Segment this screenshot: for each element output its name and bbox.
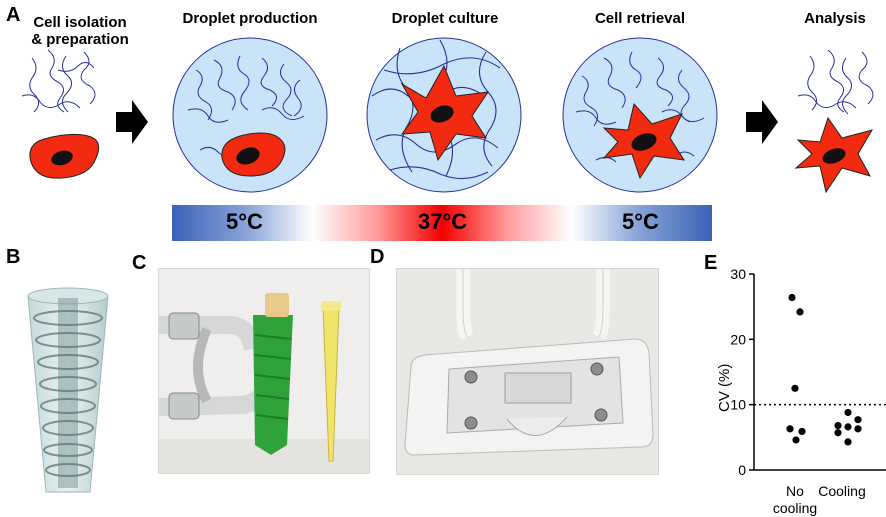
step-title-culture: Droplet culture xyxy=(391,10,499,27)
temperature-label-cold-end: 5°C xyxy=(622,209,659,234)
temperature-gradient-bar: 5°C 37°C 5°C xyxy=(172,205,712,241)
step-title-analysis: Analysis xyxy=(804,10,866,27)
data-point-cooling xyxy=(844,438,852,446)
x-category-no-cooling-line1: No xyxy=(786,483,804,499)
x-category-no-cooling: No cooling xyxy=(770,483,820,517)
y-tick-label: 10 xyxy=(730,397,746,413)
panel-label-c: C xyxy=(132,252,147,274)
cell-isolation xyxy=(29,133,100,179)
arrow-right-icon xyxy=(746,100,778,144)
cv-scatter-chart: 0 10 20 30 xyxy=(730,266,886,478)
panel-label-d: D xyxy=(370,246,385,268)
data-point-cooling xyxy=(844,423,852,431)
photo-green-chip xyxy=(158,268,370,474)
step-title-isolation: Cell isolation & preparation xyxy=(8,14,152,48)
x-category-no-cooling-line2: cooling xyxy=(772,500,818,516)
data-point-cooling xyxy=(844,408,852,417)
x-category-cooling: Cooling xyxy=(818,483,866,499)
photo-clear-chip xyxy=(396,268,659,475)
data-point-no-cooling xyxy=(786,425,794,433)
data-point-no-cooling xyxy=(798,427,806,436)
droplet-production xyxy=(172,37,328,193)
panel-label-e: E xyxy=(704,252,718,274)
data-point-cooling xyxy=(834,421,842,430)
fiber-strands-analysis xyxy=(797,49,874,115)
fiber-strands-isolation xyxy=(21,49,96,113)
y-tick-label: 20 xyxy=(730,331,746,347)
arrow-right-icon xyxy=(116,100,148,144)
data-point-cooling xyxy=(854,416,862,424)
nucleus-isolation xyxy=(51,150,73,166)
data-point-cooling xyxy=(854,425,862,433)
panel-label-b: B xyxy=(6,246,21,268)
step-title-retrieval: Cell retrieval xyxy=(594,10,686,27)
step-title-isolation-line1: Cell isolation xyxy=(33,14,127,31)
panel-label-a: A xyxy=(6,4,21,26)
temperature-label-cold-start: 5°C xyxy=(226,209,263,234)
workflow-schematic xyxy=(21,37,874,194)
cell-analysis xyxy=(794,116,874,194)
temperature-label-hot: 37°C xyxy=(418,209,468,234)
data-point-no-cooling xyxy=(791,384,799,392)
data-point-no-cooling xyxy=(796,308,804,316)
y-tick-label: 0 xyxy=(738,462,746,478)
y-tick-label: 30 xyxy=(730,266,746,282)
data-point-no-cooling xyxy=(788,293,796,302)
helical-chip-render xyxy=(27,287,109,493)
data-point-no-cooling xyxy=(792,436,800,444)
step-title-production: Droplet production xyxy=(182,10,318,27)
droplet-culture xyxy=(366,37,522,193)
step-title-isolation-line2: & preparation xyxy=(31,31,129,48)
data-point-cooling xyxy=(834,429,842,437)
droplet-retrieval xyxy=(562,37,718,193)
